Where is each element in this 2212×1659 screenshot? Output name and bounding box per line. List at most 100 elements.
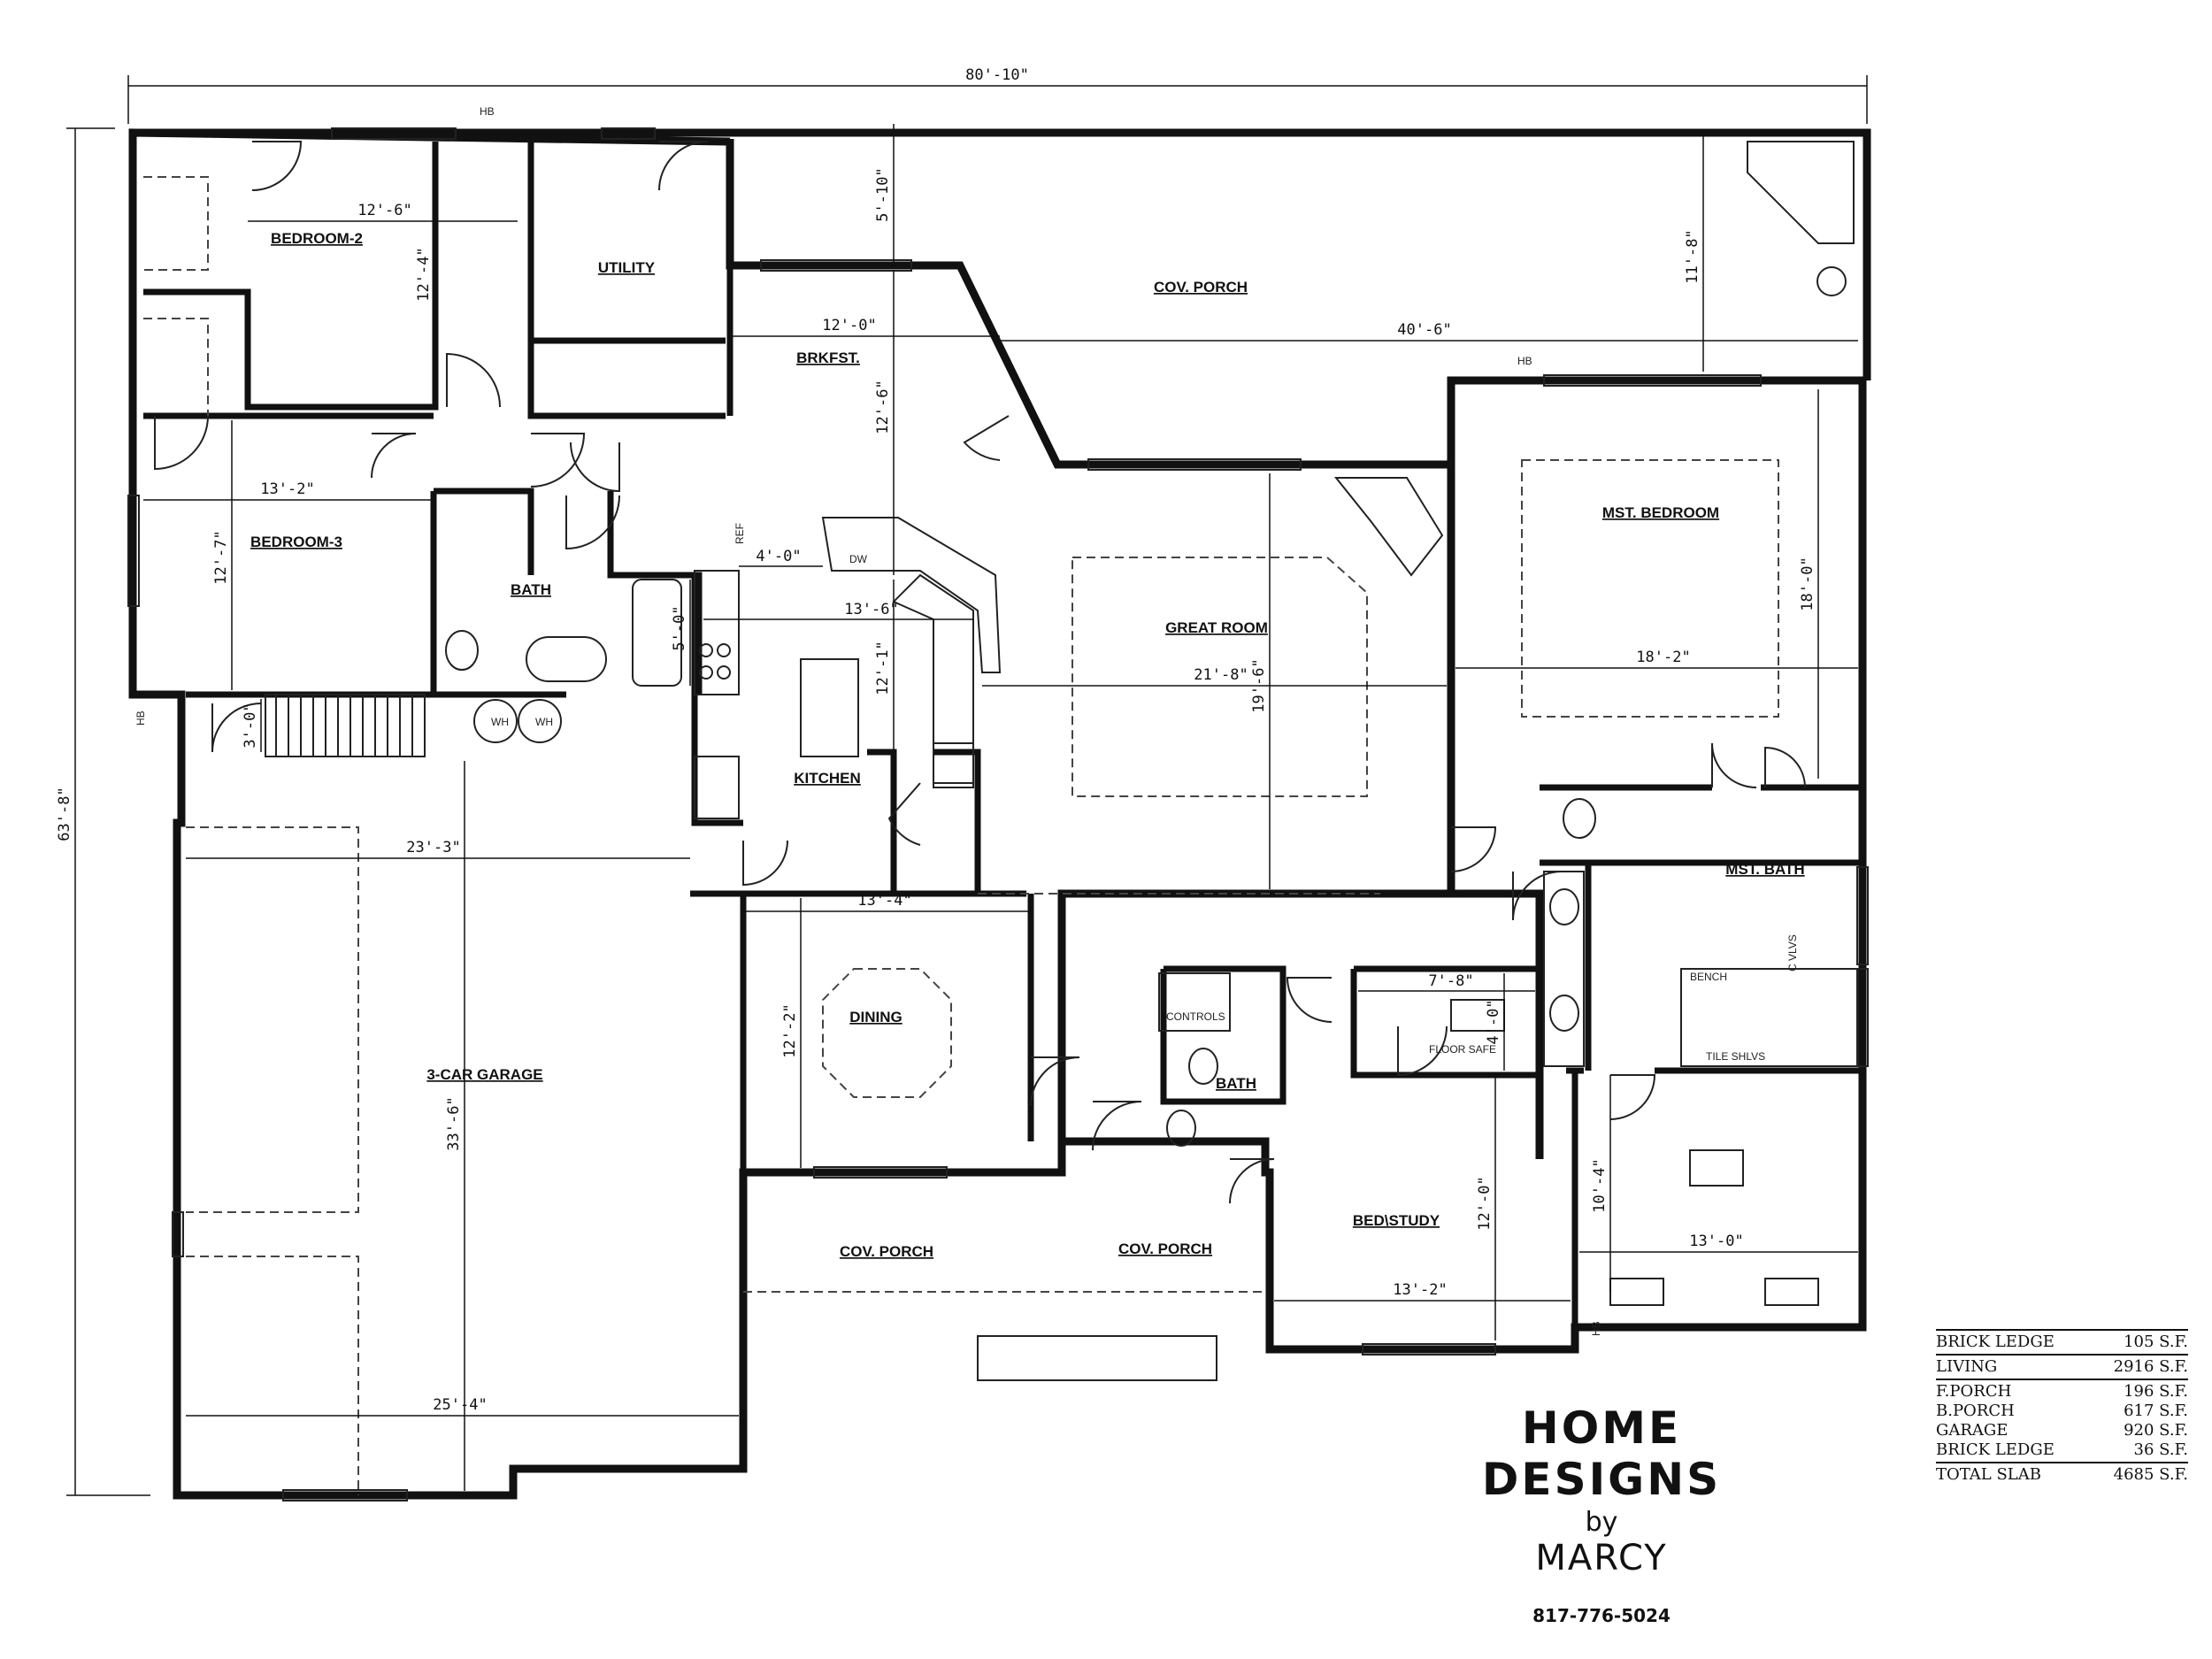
dim-bath-height: 5'-0" xyxy=(671,605,688,650)
dim-bedroom2-height: 12'-4" xyxy=(415,247,433,301)
door-swing xyxy=(446,352,501,408)
room-cov-porch-front-1: COV. PORCH xyxy=(840,1243,933,1260)
kitchen-peninsula xyxy=(821,517,1002,673)
cooktop-burner xyxy=(699,665,713,680)
area-unit: S.F. xyxy=(2159,1382,2188,1401)
door-swing xyxy=(1229,1158,1275,1204)
window xyxy=(172,1211,184,1257)
dim-garage-width: 23'-3" xyxy=(406,839,460,856)
door-swing xyxy=(963,415,1010,461)
master-tray xyxy=(1521,459,1779,718)
window xyxy=(601,127,656,140)
area-label: TOTAL SLAB xyxy=(1936,1465,2041,1484)
label-controls: CONTROLS xyxy=(1166,1010,1225,1023)
cooktop-burner xyxy=(699,643,713,657)
room-labels: BEDROOM-2 UTILITY BRKFST. COV. PORCH BED… xyxy=(250,230,1805,1260)
door-swing xyxy=(154,415,209,471)
dim-master-width: 18'-2" xyxy=(1636,649,1690,666)
room-garage: 3-CAR GARAGE xyxy=(426,1066,542,1083)
label-hb-3: HB xyxy=(134,710,147,726)
bathtub xyxy=(632,579,682,687)
dim-kitchen-height: 12'-1" xyxy=(874,641,892,695)
mst-toilet xyxy=(1563,798,1596,839)
dim-brkfst-width: 12'-0" xyxy=(822,317,876,334)
room-bedroom-2: BEDROOM-2 xyxy=(271,230,363,247)
ceiling-outlines xyxy=(143,176,1779,1495)
dimension-labels: 12'-6" 12'-4" 5'-10" 12'-0" 12'-6" 40'-6… xyxy=(212,167,1816,1414)
window xyxy=(760,259,912,272)
great-room-tray xyxy=(1071,557,1368,797)
overall-width-label: 80'-10" xyxy=(965,66,1029,84)
room-master-bedroom: MST. BEDROOM xyxy=(1602,504,1719,521)
window xyxy=(282,1489,408,1502)
doors xyxy=(154,141,1806,1204)
front-steps xyxy=(977,1335,1217,1381)
room-cov-porch-front-2: COV. PORCH xyxy=(1118,1240,1212,1257)
dim-study-height: 12'-0" xyxy=(1476,1176,1494,1230)
overall-depth-label: 63'-8" xyxy=(56,787,73,841)
area-label: B.PORCH xyxy=(1936,1402,2015,1420)
wic-bench xyxy=(1689,1149,1744,1187)
door-swing xyxy=(371,433,417,479)
stairs xyxy=(265,694,426,757)
dim-rear-porch: 5'-10" xyxy=(874,167,892,221)
dim-bedroom2-width: 12'-6" xyxy=(357,202,411,219)
brand-phone: 817-776-5024 xyxy=(1532,1605,1671,1626)
grill xyxy=(1816,266,1847,296)
overall-depth-dimension: 63'-8" xyxy=(56,127,150,1496)
shower-bath2 xyxy=(1158,972,1231,1032)
window xyxy=(1856,866,1869,965)
door-swing xyxy=(530,433,586,488)
label-wh-1: WH xyxy=(491,716,509,728)
area-label: BRICK LEDGE xyxy=(1936,1440,2055,1459)
area-label: GARAGE xyxy=(1936,1421,2008,1440)
pantry xyxy=(694,756,740,819)
area-value: 617 xyxy=(2124,1402,2154,1420)
room-bedroom-3: BEDROOM-3 xyxy=(250,534,342,550)
brand-by: by xyxy=(1585,1507,1618,1538)
water-heater-2 xyxy=(518,699,562,743)
dimension-lines xyxy=(143,124,1858,1491)
cooktop-burner xyxy=(717,643,731,657)
door-swing xyxy=(1609,1074,1656,1120)
dim-bedroom3-height: 12'-7" xyxy=(212,530,230,584)
window xyxy=(1362,1343,1496,1356)
dim-dining-width: 13'-4" xyxy=(857,892,911,910)
area-label: F.PORCH xyxy=(1936,1382,2012,1401)
window xyxy=(331,127,457,140)
brand-name: HOME DESIGNS xyxy=(1481,1402,1722,1505)
room-utility: UTILITY xyxy=(598,259,656,276)
door-swing xyxy=(1030,1056,1080,1107)
window xyxy=(1543,374,1762,387)
cooktop-burner xyxy=(717,665,731,680)
oven xyxy=(933,742,974,784)
door-swing xyxy=(1711,742,1757,788)
area-unit: S.F. xyxy=(2159,1440,2188,1459)
room-kitchen: KITCHEN xyxy=(794,770,861,787)
area-row: BRICK LEDGE 36 S.F. xyxy=(1936,1440,2188,1460)
label-hb-4: HB xyxy=(1590,1321,1602,1336)
room-great-room: GREAT ROOM xyxy=(1165,619,1268,636)
area-value: 2916 xyxy=(2113,1357,2154,1376)
area-value: 920 xyxy=(2124,1421,2154,1440)
label-c-vlvs: C VLVS xyxy=(1786,934,1799,972)
vanity-sink xyxy=(526,636,607,682)
windows xyxy=(127,127,1869,1502)
dim-island-offset: 4'-0" xyxy=(756,548,801,565)
room-cov-porch-rear: COV. PORCH xyxy=(1154,279,1248,296)
overall-width-dimension: 80'-10" xyxy=(127,66,1868,124)
door-swing xyxy=(1092,1101,1142,1151)
dim-closet-height: 4'-0" xyxy=(1485,999,1502,1044)
dining-tray xyxy=(822,968,952,1098)
dim-brkfst-height: 12'-6" xyxy=(874,380,892,434)
label-floor-safe: FLOOR SAFE xyxy=(1429,1043,1496,1056)
door-swing xyxy=(658,141,709,191)
room-bath: BATH xyxy=(511,581,551,598)
area-value: 36 xyxy=(2133,1440,2154,1459)
dim-porch-width: 40'-6" xyxy=(1397,321,1451,339)
